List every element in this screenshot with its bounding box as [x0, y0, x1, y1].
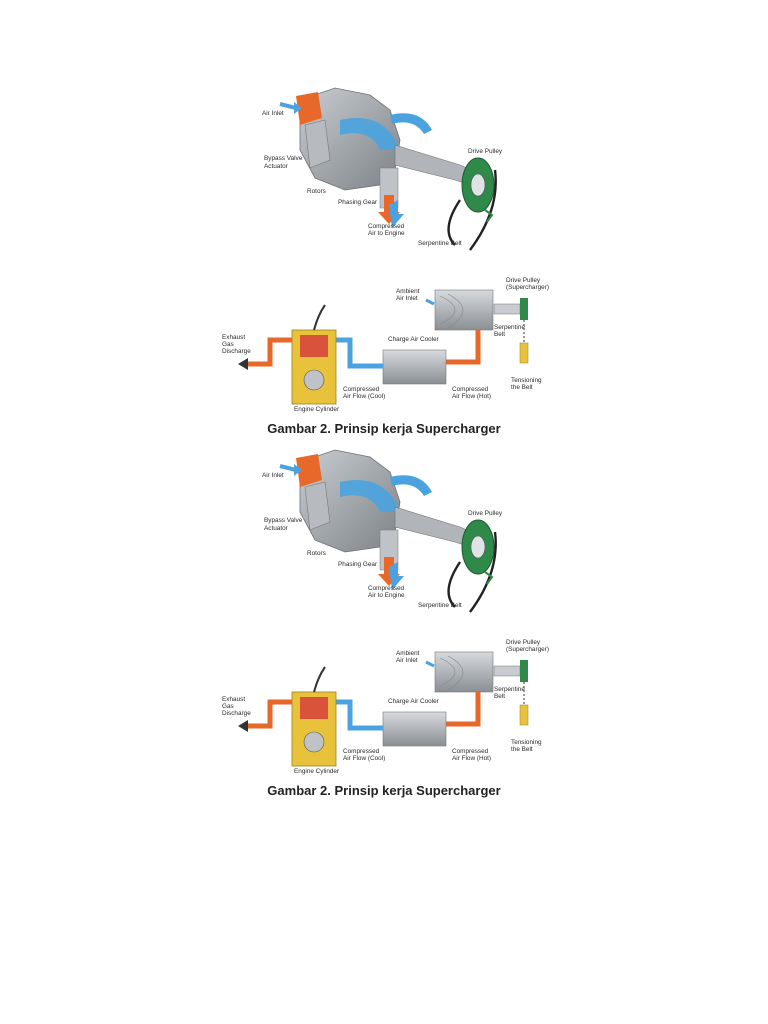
label-air-to-engine: Air to Engine	[368, 592, 405, 599]
label-serpentine: Serpentine	[494, 686, 525, 693]
label-air-flow-cool: Air Flow (Cool)	[343, 393, 385, 400]
label-serpentine-belt: Serpentine Belt	[418, 602, 462, 609]
label-ambient-air-inlet: Air Inlet	[396, 657, 418, 664]
supercharger-illustration	[279, 87, 497, 251]
label-exhaust-gas: Gas	[222, 341, 234, 348]
label-drive-pulley: Drive Pulley	[468, 510, 503, 517]
system-diagram	[238, 289, 529, 405]
label-compressed-cool: Compressed	[343, 748, 380, 755]
supercharger-diagram: Air Inlet Bypass Valve Actuator Rotors P…	[222, 87, 549, 413]
label-compressed-hot: Compressed	[452, 748, 489, 755]
supercharger-illustration	[279, 449, 497, 613]
label-charge-air-cooler: Charge Air Cooler	[388, 336, 440, 343]
figure-caption: Gambar 2. Prinsip kerja Supercharger	[267, 783, 501, 798]
label-ambient-air-inlet: Air Inlet	[396, 295, 418, 302]
label-phasing-gear: Phasing Gear	[338, 561, 378, 568]
label-the-belt: the Belt	[511, 384, 533, 391]
system-diagram	[238, 651, 529, 767]
label-charge-air-cooler: Charge Air Cooler	[388, 698, 440, 705]
label-exhaust-discharge: Discharge	[222, 710, 251, 717]
label-tensioning: Tensioning	[511, 377, 542, 384]
label-rotors: Rotors	[307, 550, 326, 557]
label-compressed-hot: Compressed	[452, 386, 489, 393]
label-serpentine-belt-2: Belt	[494, 331, 505, 338]
supercharger-diagram: Air Inlet Bypass Valve Actuator Rotors P…	[222, 449, 549, 775]
label-bypass-valve: Bypass Valve	[264, 155, 303, 162]
label-serpentine-belt: Serpentine Belt	[418, 240, 462, 247]
label-drive-pulley-sc: Drive Pulley	[506, 639, 541, 646]
label-exhaust: Exhaust	[222, 696, 245, 703]
label-bypass-actuator: Actuator	[264, 163, 289, 170]
label-rotors: Rotors	[307, 188, 326, 195]
label-air-flow-hot: Air Flow (Hot)	[452, 755, 491, 762]
figure-caption: Gambar 2. Prinsip kerja Supercharger	[267, 421, 501, 436]
label-exhaust-gas: Gas	[222, 703, 234, 710]
label-ambient: Ambient	[396, 288, 420, 295]
label-exhaust: Exhaust	[222, 334, 245, 341]
label-compressed: Compressed	[368, 585, 405, 592]
label-exhaust-discharge: Discharge	[222, 348, 251, 355]
label-bypass-valve: Bypass Valve	[264, 517, 303, 524]
label-ambient: Ambient	[396, 650, 420, 657]
label-compressed-cool: Compressed	[343, 386, 380, 393]
label-engine-cylinder: Engine Cylinder	[294, 406, 340, 413]
label-air-inlet: Air Inlet	[262, 472, 284, 479]
label-drive-pulley-sc-2: (Supercharger)	[506, 284, 549, 291]
label-bypass-actuator: Actuator	[264, 525, 289, 532]
label-air-flow-hot: Air Flow (Hot)	[452, 393, 491, 400]
label-air-to-engine: Air to Engine	[368, 230, 405, 237]
label-drive-pulley: Drive Pulley	[468, 148, 503, 155]
label-drive-pulley-sc: Drive Pulley	[506, 277, 541, 284]
label-compressed: Compressed	[368, 223, 405, 230]
label-tensioning: Tensioning	[511, 739, 542, 746]
label-engine-cylinder: Engine Cylinder	[294, 768, 340, 775]
label-serpentine-belt-2: Belt	[494, 693, 505, 700]
label-serpentine: Serpentine	[494, 324, 525, 331]
label-drive-pulley-sc-2: (Supercharger)	[506, 646, 549, 653]
label-the-belt: the Belt	[511, 746, 533, 753]
label-phasing-gear: Phasing Gear	[338, 199, 378, 206]
label-air-inlet: Air Inlet	[262, 110, 284, 117]
label-air-flow-cool: Air Flow (Cool)	[343, 755, 385, 762]
